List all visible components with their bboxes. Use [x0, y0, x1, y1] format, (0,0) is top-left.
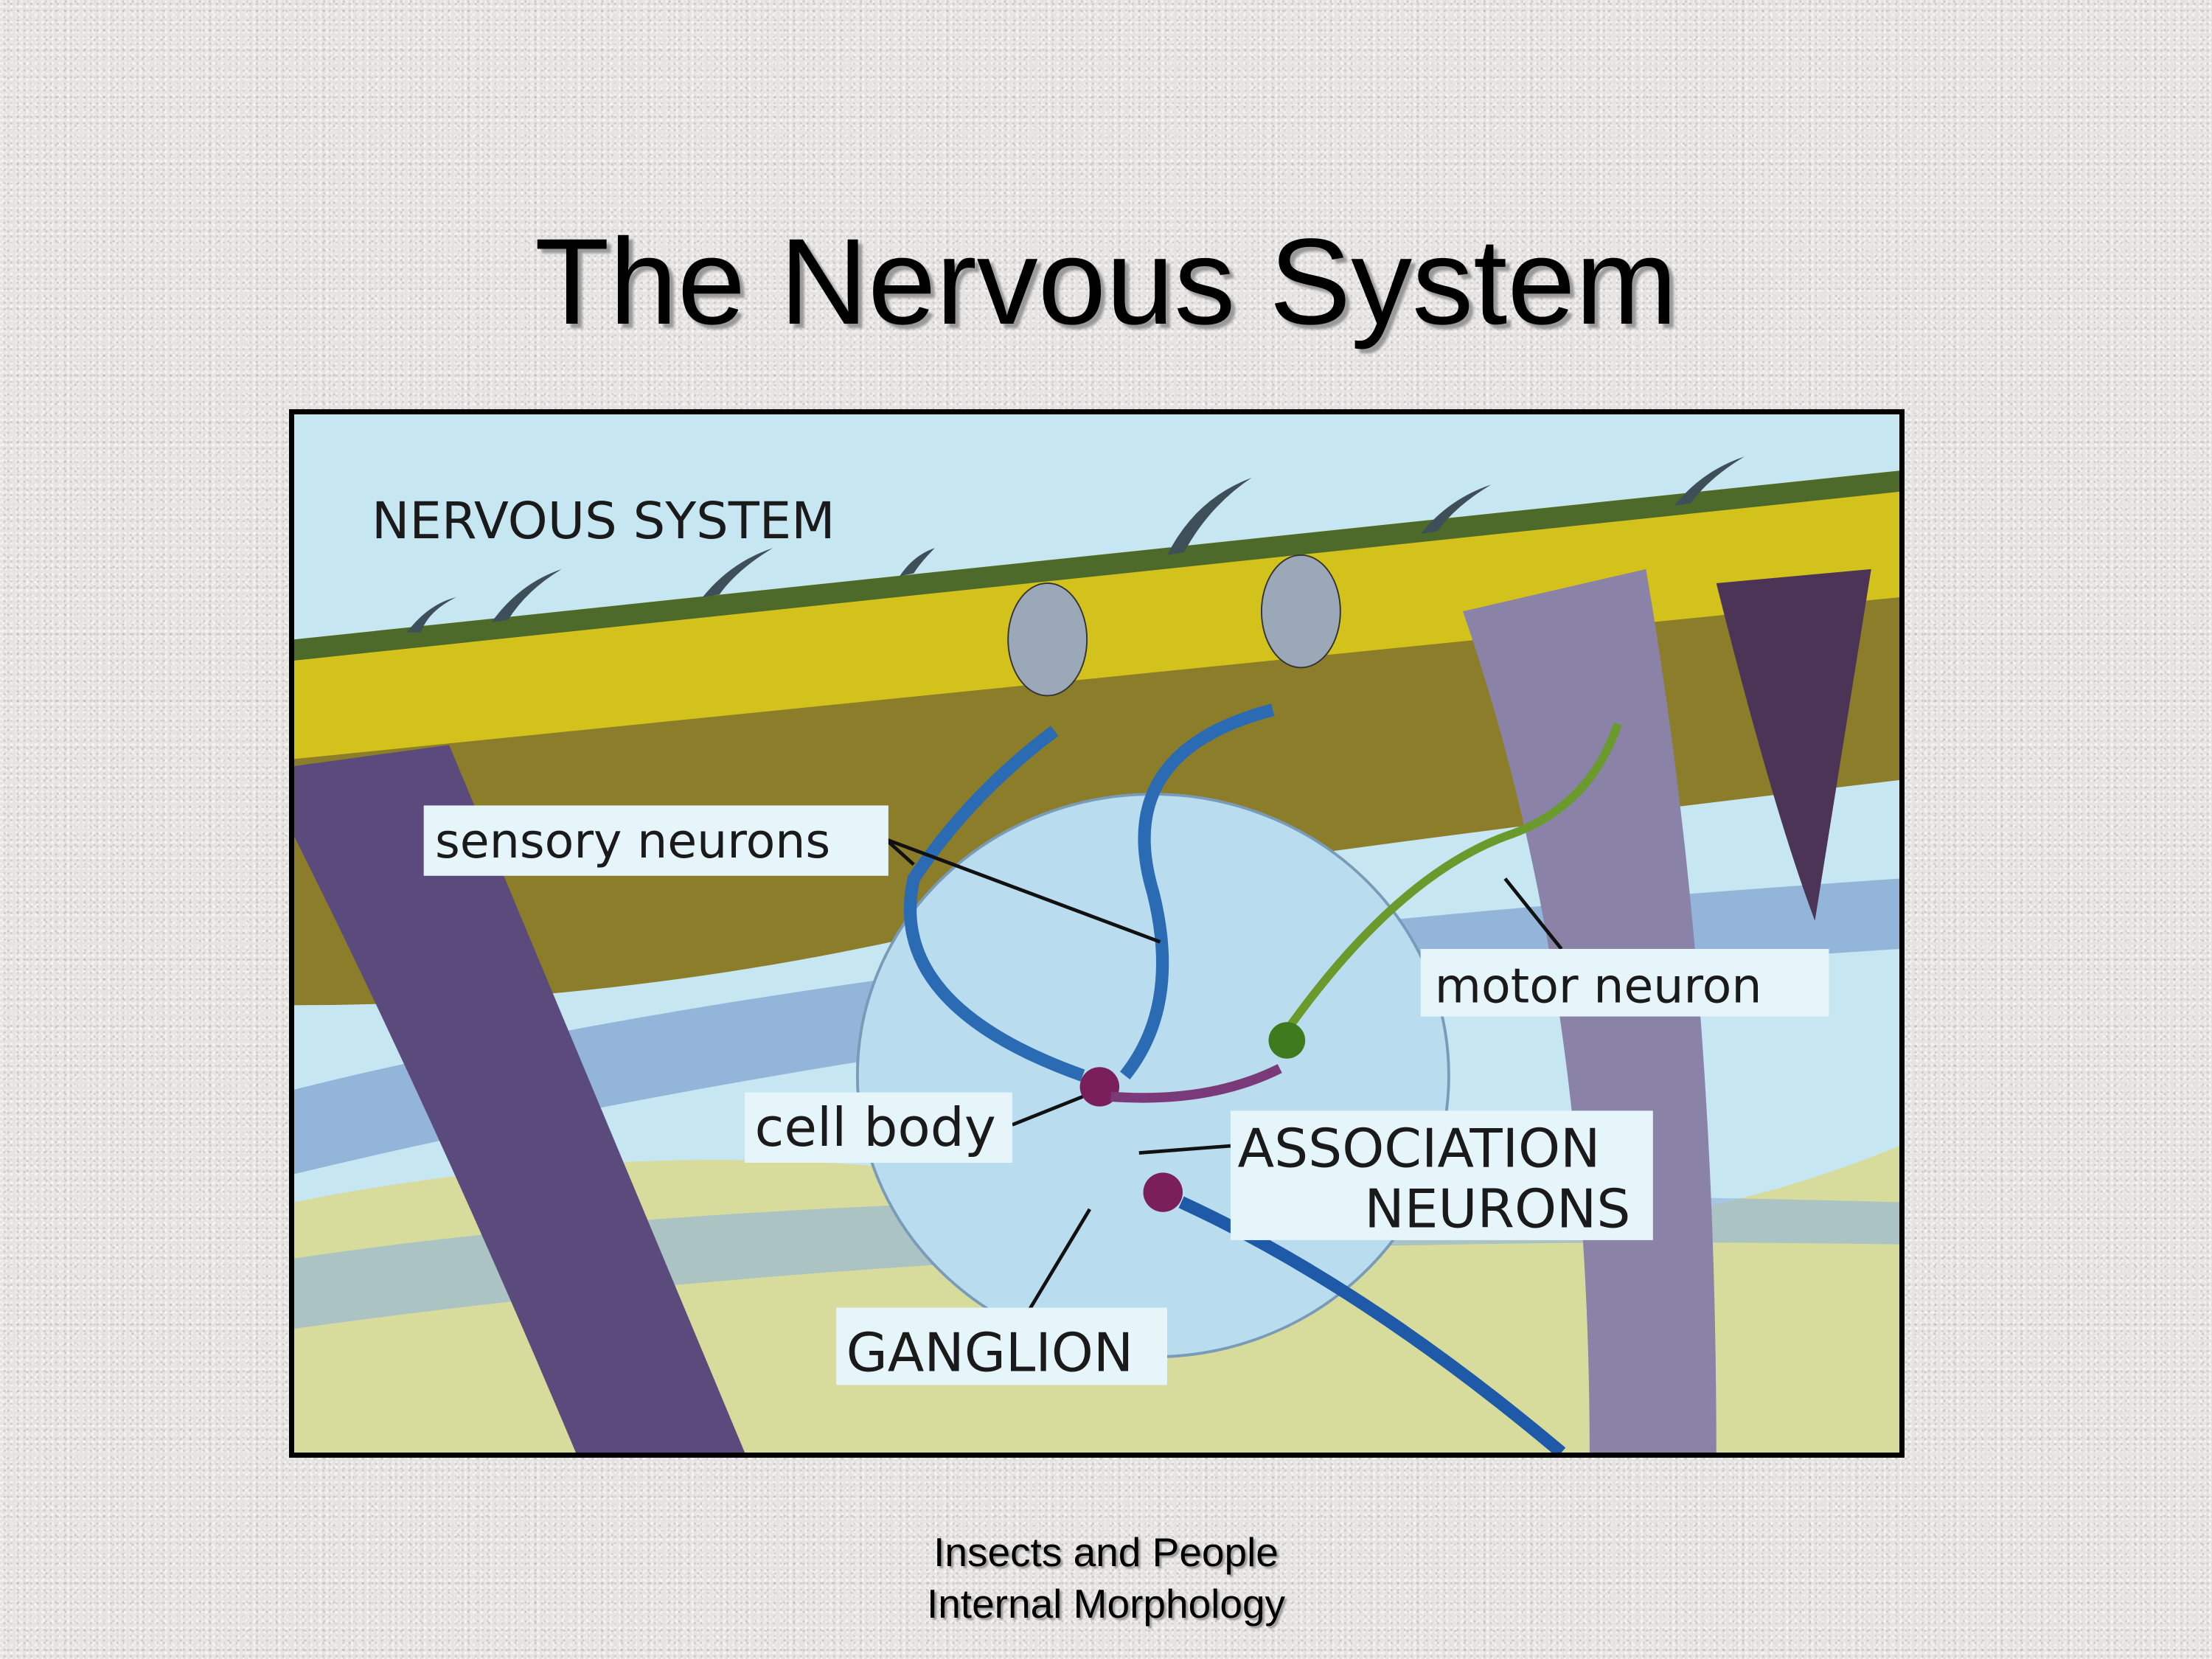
footer-topic: Internal Morphology	[926, 1581, 1286, 1627]
sense-organ	[1260, 554, 1341, 669]
label-motor-neuron: motor neuron	[1435, 959, 1762, 1015]
sense-organ	[1007, 582, 1088, 697]
muscle-left	[294, 745, 745, 1453]
slide-title: The Nervous System	[535, 214, 1677, 350]
sensory-neuron	[903, 726, 1085, 1082]
label-association: ASSOCIATION	[1237, 1119, 1600, 1180]
label-bg	[1420, 948, 1829, 1017]
label-bg	[1230, 1110, 1653, 1240]
sensory-neuron	[1119, 703, 1275, 1080]
association-cell-body	[1143, 1172, 1183, 1212]
cuticle-edge	[294, 470, 1899, 661]
illustration-svg: NERVOUS SYSTEM sensory neurons motor neu…	[294, 414, 1899, 1453]
label-sensory-neurons: sensory neurons	[435, 814, 830, 869]
label-bg	[423, 805, 888, 876]
label-cell-body: cell body	[754, 1097, 995, 1159]
association-neuron	[1110, 1064, 1282, 1103]
association-cell-body	[1079, 1067, 1120, 1107]
motor-cell-body	[1268, 1022, 1306, 1059]
label-bg	[745, 1092, 1012, 1163]
nervous-system-illustration: NERVOUS SYSTEM sensory neurons motor neu…	[289, 409, 1905, 1458]
footer-course: Insects and People	[933, 1529, 1279, 1575]
motor-neuron	[1276, 722, 1622, 1043]
setae	[406, 456, 1745, 633]
pointer-lines	[884, 837, 1563, 1316]
slide-footer: Insects and People Internal Morphology	[0, 1526, 2212, 1630]
figure-heading: NERVOUS SYSTEM	[372, 492, 835, 551]
label-bg	[836, 1307, 1167, 1385]
cuticle-layer	[294, 470, 1899, 759]
muscle-right-dark	[1716, 568, 1871, 921]
label-ganglion: GANGLION	[846, 1322, 1134, 1384]
label-neurons: NEURONS	[1364, 1179, 1630, 1241]
